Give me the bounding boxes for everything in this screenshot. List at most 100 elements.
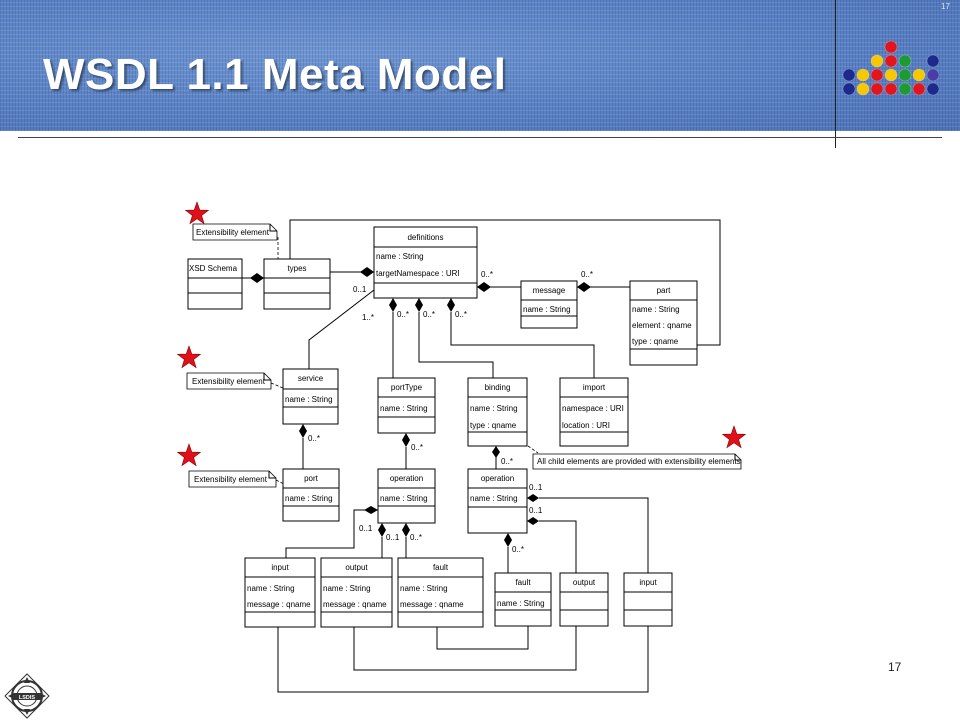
decor-dot [842,82,856,96]
multiplicity-label: 0..* [411,443,423,452]
class-porttype-fault-attr: name : String [400,584,448,593]
multiplicity-label: 0..* [512,545,524,554]
class-binding-fault: fault name : String [494,572,552,627]
class-import-attr: namespace : URI [562,404,624,413]
note-text: Extensibility element [196,228,270,237]
multiplicity-label: 1..* [362,313,374,322]
decor-dot [912,68,926,82]
class-binding-fault-name: fault [515,578,531,587]
note-extensibility-port: Extensibility element [188,470,277,488]
association-lines [242,219,721,693]
note-extensibility-service: Extensibility element [186,372,272,390]
class-part-attr: type : qname [632,337,679,346]
header-banner [0,0,960,131]
class-definitions-name: definitions [407,233,443,242]
decor-dot [842,68,856,82]
decor-dot [884,40,898,54]
class-part-attr: element : qname [632,321,692,330]
class-porttype-operation: operation name : String [377,468,436,524]
decor-dot [926,54,940,68]
header-vertical-rule [835,0,836,148]
class-binding-operation-name: operation [481,474,514,483]
note-text: Extensibility element [194,475,268,484]
multiplicity-label: 0..1 [353,285,367,294]
class-porttype-fault-name: fault [433,563,449,572]
class-service-name: service [298,374,324,383]
star-icon [722,425,746,449]
decor-dot [884,68,898,82]
multiplicity-label: 0..* [455,310,467,319]
class-porttype-output-name: output [345,563,368,572]
class-porttype-input-attr: message : qname [247,600,311,609]
decor-dot [898,82,912,96]
multiplicity-label: 0..* [481,270,493,279]
decor-dot [898,68,912,82]
class-part: part name : String element : qname type … [629,280,698,366]
header-horizontal-rule [18,137,942,138]
class-binding-attr: type : qname [470,421,517,430]
class-porttype-input-attr: name : String [247,584,295,593]
logo-text: LSDIS [19,695,36,701]
class-binding-input: input [623,572,673,627]
class-porttype-input: input name : String message : qname [244,557,316,628]
class-part-name: part [657,286,672,295]
class-definitions: definitions name : String targetNamespac… [373,226,478,299]
page-number: 17 [888,660,902,674]
multiplicity-label: 0..1 [386,533,400,542]
class-service-attr: name : String [285,395,333,404]
note-text: All child elements are provided with ext… [537,457,741,466]
class-binding-fault-attr: name : String [497,599,545,608]
corner-slide-number: 17 [941,2,950,11]
decor-dot [884,82,898,96]
class-message-name: message [533,286,566,295]
class-port-attr: name : String [285,494,333,503]
class-porttype: portType name : String [377,377,436,434]
class-binding: binding name : String type : qname [467,377,528,447]
class-port-name: port [304,474,319,483]
class-xsd-schema-name: XSD Schema [189,264,238,273]
multiplicity-label: 0..* [308,434,320,443]
class-import: import namespace : URI location : URI [559,377,629,447]
note-text: Extensibility element [192,377,266,386]
class-porttype-output: output name : String message : qname [320,557,393,628]
class-porttype-operation-name: operation [390,474,423,483]
note-extensibility-types: Extensibility element [192,223,278,241]
decor-dot [884,54,898,68]
class-binding-operation: operation name : String [467,468,528,534]
class-binding-output: output [559,572,609,627]
class-definitions-attr: targetNamespace : URI [376,269,460,278]
multiplicity-label: 0..* [397,310,409,319]
class-porttype-output-attr: name : String [323,584,371,593]
multiplicity-labels: 0..* 0..* 0..1 1..* 0..* 0..* 0..* 0..* … [308,270,593,554]
decor-dot [926,82,940,96]
class-porttype-operation-attr: name : String [380,494,428,503]
class-porttype-input-name: input [271,563,289,572]
decor-dot [856,82,870,96]
class-binding-operation-attr: name : String [470,494,518,503]
multiplicity-label: 0..* [423,310,435,319]
class-message: message name : String [520,280,578,329]
lsdis-logo: LSDIS [4,673,50,719]
note-child-elements: All child elements are provided with ext… [532,453,742,470]
class-binding-output-name: output [573,578,596,587]
decor-dot [856,68,870,82]
class-binding-name: binding [485,383,511,392]
class-xsd-schema: XSD Schema [187,258,243,310]
multiplicity-label: 0..* [581,270,593,279]
class-types-name: types [287,264,306,273]
star-icon [177,345,201,369]
class-types: types [263,258,331,310]
class-part-attr: name : String [632,305,680,314]
multiplicity-label: 0..1 [529,506,543,515]
star-icon [185,201,209,225]
class-porttype-fault-attr: message : qname [400,600,464,609]
decor-dot [870,54,884,68]
multiplicity-label: 0..* [501,457,513,466]
decor-dot [912,82,926,96]
class-service: service name : String [282,368,339,425]
star-icon [177,443,201,467]
decor-dot [870,82,884,96]
class-definitions-attr: name : String [376,252,424,261]
decor-dot [898,54,912,68]
